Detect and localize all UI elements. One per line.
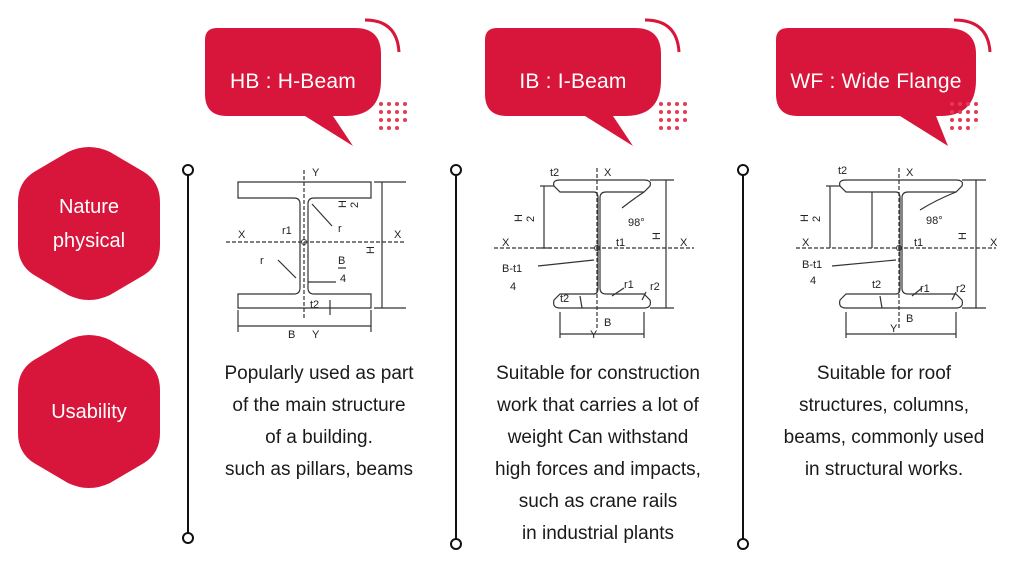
timeline-line bbox=[187, 170, 189, 538]
description-line: such as crane rails bbox=[518, 491, 678, 512]
diagram-label: 2 bbox=[811, 216, 823, 222]
diagram-label: 4 bbox=[510, 281, 516, 293]
dot-pattern bbox=[379, 102, 407, 130]
description-line: high forces and impacts, bbox=[495, 459, 701, 480]
diagram-label: B bbox=[338, 255, 345, 267]
hexagon-shape bbox=[18, 147, 160, 300]
timeline-dot-bottom bbox=[737, 538, 749, 550]
diagram-label: X bbox=[906, 167, 914, 179]
speech-bubble bbox=[485, 18, 687, 146]
diagram-label: H bbox=[651, 232, 663, 240]
description-line: in industrial plants bbox=[521, 523, 675, 544]
diagram-label: t2 bbox=[550, 167, 559, 179]
diagram-label: X bbox=[680, 237, 688, 249]
description-line: Popularly used as part bbox=[224, 363, 414, 384]
hbeam-cross-section-diagram: Y X X r1 r r H 2 H B 4 t2 B Y bbox=[226, 167, 406, 340]
description-line: work that carries a lot of bbox=[497, 395, 699, 416]
diagram-label: B bbox=[288, 329, 295, 340]
diagram-label: 2 bbox=[349, 202, 361, 208]
ibeam-cross-section-diagram: t2 X H 2 98° H X t1 X B-t1 4 t2 r1 r2 B … bbox=[494, 167, 694, 340]
diagram-label: B-t1 bbox=[802, 259, 822, 271]
diagram-label: 98° bbox=[628, 217, 645, 229]
hexagon-shape bbox=[18, 335, 160, 488]
timeline-dot-bottom bbox=[182, 532, 194, 544]
diagram-label: X bbox=[502, 237, 510, 249]
description-line: Suitable for roof bbox=[816, 363, 952, 384]
diagram-label: X bbox=[394, 229, 402, 241]
diagram-label: t1 bbox=[616, 237, 625, 249]
usability-description-wide-flange: Suitable for roof structures, columns, b… bbox=[756, 358, 1012, 486]
timeline-dot-top bbox=[737, 164, 749, 176]
row-label-line2: physical bbox=[52, 229, 126, 252]
diagram-label: 4 bbox=[810, 275, 816, 287]
diagram-label: X bbox=[990, 237, 998, 249]
row-label-line1: Nature bbox=[58, 195, 119, 218]
header-ibeam: IB : I-Beam bbox=[485, 18, 689, 148]
description-line: of a building. bbox=[265, 427, 373, 448]
diagram-label: H bbox=[799, 214, 811, 222]
speech-bubble bbox=[205, 18, 407, 146]
diagram-label: X bbox=[238, 229, 246, 241]
diagram-label: Y bbox=[312, 167, 320, 179]
dot-pattern bbox=[950, 102, 978, 130]
diagram-label: 4 bbox=[340, 273, 346, 285]
diagram-label: Y bbox=[890, 323, 898, 335]
diagram-label: t2 bbox=[838, 165, 847, 177]
diagram-label: Y bbox=[312, 329, 320, 340]
description-line: in structural works. bbox=[804, 459, 964, 480]
timeline-dot-top bbox=[182, 164, 194, 176]
row-label: Usability bbox=[51, 400, 127, 423]
diagram-label: B bbox=[906, 313, 913, 325]
diagram-label: Y bbox=[590, 329, 598, 340]
diagram-label: t2 bbox=[560, 293, 569, 305]
diagram-label: B-t1 bbox=[502, 263, 522, 275]
diagram-label: X bbox=[604, 167, 612, 179]
diagram-label: r2 bbox=[650, 281, 660, 293]
description-line: Suitable for construction bbox=[496, 363, 700, 384]
column-title: IB : I-Beam bbox=[519, 70, 627, 93]
diagram-label: r bbox=[260, 255, 264, 267]
diagram-label: H bbox=[957, 232, 969, 240]
diagram-label: r2 bbox=[956, 283, 966, 295]
column-title: HB : H-Beam bbox=[230, 70, 356, 93]
column-title: WF : Wide Flange bbox=[790, 70, 962, 93]
diagram-label: t2 bbox=[310, 299, 319, 311]
diagram-label: H bbox=[365, 246, 377, 254]
diagram-label: 98° bbox=[926, 215, 943, 227]
timeline-line bbox=[455, 170, 457, 544]
diagram-label: B bbox=[604, 317, 611, 329]
diagram-label: r1 bbox=[624, 279, 634, 291]
description-line: such as pillars, beams bbox=[225, 459, 413, 480]
diagram-label: t1 bbox=[914, 237, 923, 249]
description-line: beams, commonly used bbox=[783, 427, 985, 448]
dot-pattern bbox=[659, 102, 687, 130]
header-wide-flange: WF : Wide Flange bbox=[776, 18, 992, 148]
diagram-label: r bbox=[338, 223, 342, 235]
wide-flange-cross-section-diagram: t2 X H 2 98° H X t1 X B-t1 4 t2 r1 r2 B … bbox=[796, 165, 998, 338]
diagram-label: 2 bbox=[525, 216, 537, 222]
timeline-dot-top bbox=[450, 164, 462, 176]
usability-description-hbeam: Popularly used as part of the main struc… bbox=[196, 358, 442, 486]
diagram-label: r1 bbox=[282, 225, 292, 237]
timeline-line bbox=[742, 170, 744, 544]
speech-bubble bbox=[776, 18, 992, 146]
description-line: structures, columns, bbox=[799, 395, 969, 416]
timeline-dot-bottom bbox=[450, 538, 462, 550]
diagram-label: r1 bbox=[920, 283, 930, 295]
description-line: of the main structure bbox=[232, 395, 406, 416]
usability-description-ibeam: Suitable for construction work that carr… bbox=[462, 358, 734, 550]
row-label-usability: Usability bbox=[18, 334, 160, 489]
diagram-label: H bbox=[513, 214, 525, 222]
diagram-label: X bbox=[802, 237, 810, 249]
diagram-label: t2 bbox=[872, 279, 881, 291]
header-hbeam: HB : H-Beam bbox=[205, 18, 409, 148]
description-line: weight Can withstand bbox=[507, 427, 689, 448]
diagram-label: H bbox=[337, 200, 349, 208]
row-label-nature-physical: Nature physical bbox=[18, 146, 160, 301]
